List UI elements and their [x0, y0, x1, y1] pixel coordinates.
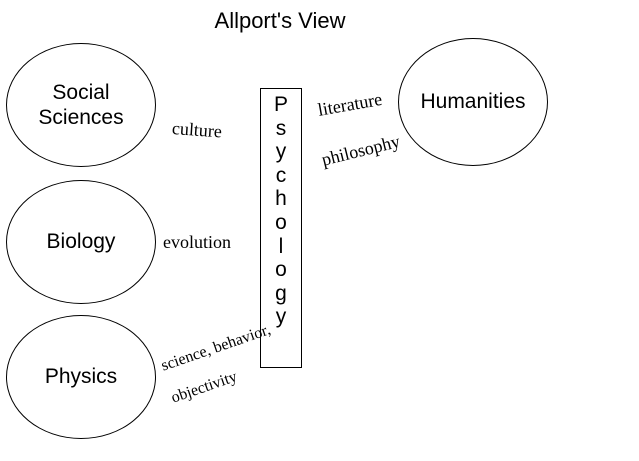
edge-label-evolution: evolution	[163, 232, 231, 252]
node-biology: Biology	[6, 180, 156, 304]
node-psychology: P s y c h o l o g y	[260, 88, 302, 368]
psychology-letter: y	[275, 140, 287, 164]
psychology-letter: h	[275, 187, 287, 211]
psychology-letter: g	[275, 281, 287, 305]
psychology-letter: P	[273, 93, 288, 116]
node-physics-label: Physics	[44, 365, 118, 389]
node-social-sciences-line-1: Social	[52, 80, 110, 104]
node-humanities: Humanities	[398, 38, 548, 166]
psychology-letter: y	[275, 305, 287, 329]
edge-label-culture: culture	[171, 118, 223, 142]
psychology-letter: o	[275, 258, 287, 282]
edge-label-literature: literature	[316, 88, 384, 120]
edge-label-objectivity: objectivity	[169, 368, 240, 407]
psychology-letter: s	[275, 116, 287, 140]
edge-label-philosophy: philosophy	[319, 130, 402, 170]
node-physics: Physics	[6, 315, 156, 439]
psychology-letter: o	[275, 210, 287, 234]
psychology-letter: l	[278, 234, 284, 258]
psychology-letter: c	[275, 163, 287, 187]
node-social-sciences-line-2: Sciences	[38, 106, 124, 129]
node-social-sciences: Social Sciences	[6, 43, 156, 167]
node-humanities-label: Humanities	[420, 90, 526, 114]
edge-label-science-behavior: science, behavior,	[159, 321, 273, 375]
node-biology-label: Biology	[46, 230, 116, 254]
diagram-title: Allport's View	[214, 8, 346, 33]
